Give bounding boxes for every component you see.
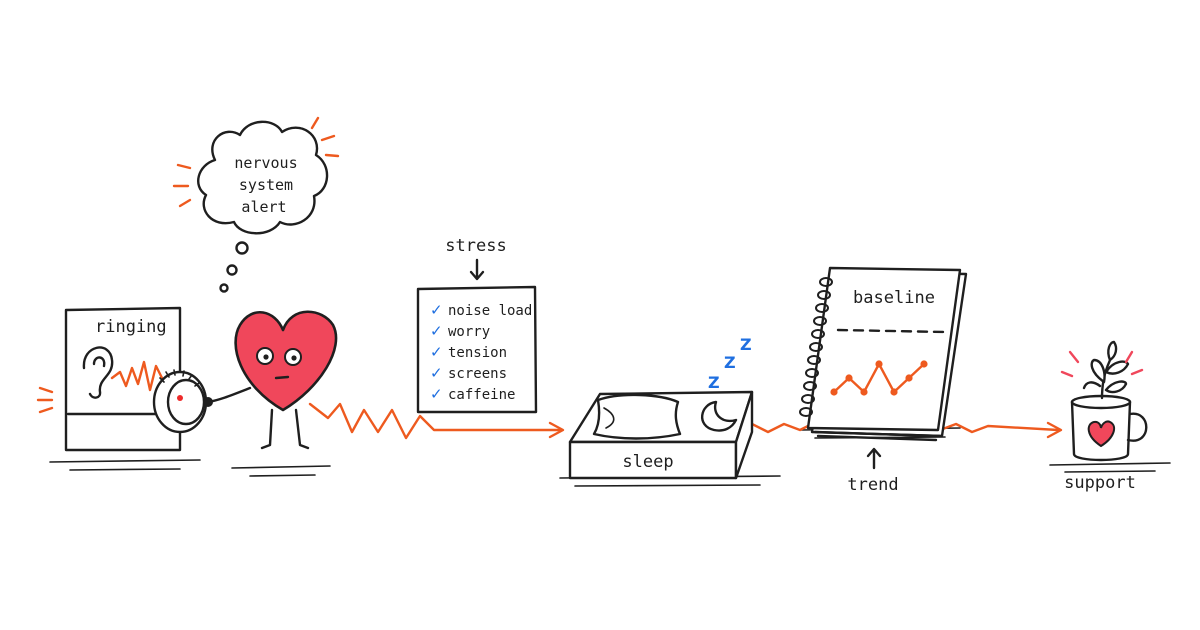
bed-icon: sleep <box>568 390 754 480</box>
spiral-ring <box>801 394 815 404</box>
spiral-ring <box>805 368 819 378</box>
ringing-label: ringing <box>95 317 167 337</box>
checklist-item: ✓ noise load <box>430 301 532 319</box>
spiral-ring <box>799 407 813 417</box>
spiral-ring <box>803 381 817 391</box>
checklist-item-label: worry <box>448 324 490 340</box>
trend-point <box>920 360 928 368</box>
spiral-ring <box>807 355 821 365</box>
thought-cloud-icon <box>172 116 340 235</box>
connector-sleep-to-notebook <box>750 422 814 434</box>
trend-point <box>830 388 838 396</box>
moon-icon <box>701 400 738 432</box>
trend-line <box>830 360 928 396</box>
checklist-item: ✓ tension <box>430 343 507 361</box>
plant-sprout-icon <box>1082 340 1130 400</box>
spiral-ring <box>815 303 829 313</box>
stress-down-arrow <box>469 258 485 281</box>
check-icon: ✓ <box>430 364 443 382</box>
trend-point <box>860 388 868 396</box>
check-icon: ✓ <box>430 343 443 361</box>
trend-up-arrow <box>866 447 882 470</box>
sparkle-lines <box>1060 350 1144 378</box>
checklist-item: ✓ worry <box>430 322 490 340</box>
spiral-ring <box>819 277 833 287</box>
thought-line-3: alert <box>241 198 286 216</box>
spiral-ring <box>809 342 823 352</box>
thought-bubble-trail <box>219 241 249 293</box>
thought-line-2: system <box>239 176 293 194</box>
check-icon: ✓ <box>430 301 443 319</box>
arrowhead-support <box>1046 421 1063 439</box>
mug-icon <box>1070 394 1148 462</box>
spiral-ring <box>811 329 825 339</box>
checklist-item-label: tension <box>448 345 507 361</box>
trend-point <box>875 360 883 368</box>
trend-annotation: trend <box>847 447 899 495</box>
volume-knob-icon <box>152 369 208 434</box>
trend-label: trend <box>847 475 898 495</box>
spiral-notebook-icon: baseline <box>799 266 968 442</box>
trend-point <box>890 388 898 396</box>
zzz-3: Z <box>740 335 752 354</box>
checklist-item-label: caffeine <box>448 387 515 403</box>
flow-connectors <box>308 402 1063 440</box>
ear-icon <box>82 346 114 399</box>
spiral-ring <box>817 290 831 300</box>
trend-point <box>845 374 853 382</box>
support-label: support <box>1064 473 1136 493</box>
notebook-spiral <box>799 277 833 417</box>
stress-title: stress <box>445 236 506 256</box>
trend-point <box>905 374 913 382</box>
ringing-waveform <box>110 360 164 392</box>
zzz-2: Z <box>724 353 736 372</box>
pillow-icon <box>592 393 682 440</box>
stress-checklist: stress ✓ noise load ✓ worry ✓ tension ✓ screens… <box>416 236 538 414</box>
zzz-icon: Z Z Z <box>708 335 752 392</box>
checklist-item: ✓ screens <box>430 364 507 382</box>
ringing-panel: ringing <box>36 306 182 452</box>
zzz-1: Z <box>708 373 720 392</box>
spiral-ring <box>813 316 827 326</box>
check-icon: ✓ <box>430 385 443 403</box>
sleep-label: sleep <box>622 452 673 472</box>
baseline-label: baseline <box>853 288 935 308</box>
connector-heart-to-sleep <box>308 402 562 440</box>
checklist-item: ✓ caffeine <box>430 385 515 403</box>
heart-icon <box>1087 420 1116 448</box>
thought-line-1: nervous <box>234 154 297 172</box>
checklist-item-label: noise load <box>448 303 532 319</box>
thought-text: nervous system alert <box>234 154 297 216</box>
checklist-items: ✓ noise load ✓ worry ✓ tension ✓ screens ✓ caffei… <box>430 301 532 403</box>
arrowhead-sleep <box>548 421 565 439</box>
checklist-item-label: screens <box>448 366 507 382</box>
heart-character-icon <box>203 310 338 450</box>
check-icon: ✓ <box>430 322 443 340</box>
connector-notebook-to-support <box>938 422 1060 434</box>
